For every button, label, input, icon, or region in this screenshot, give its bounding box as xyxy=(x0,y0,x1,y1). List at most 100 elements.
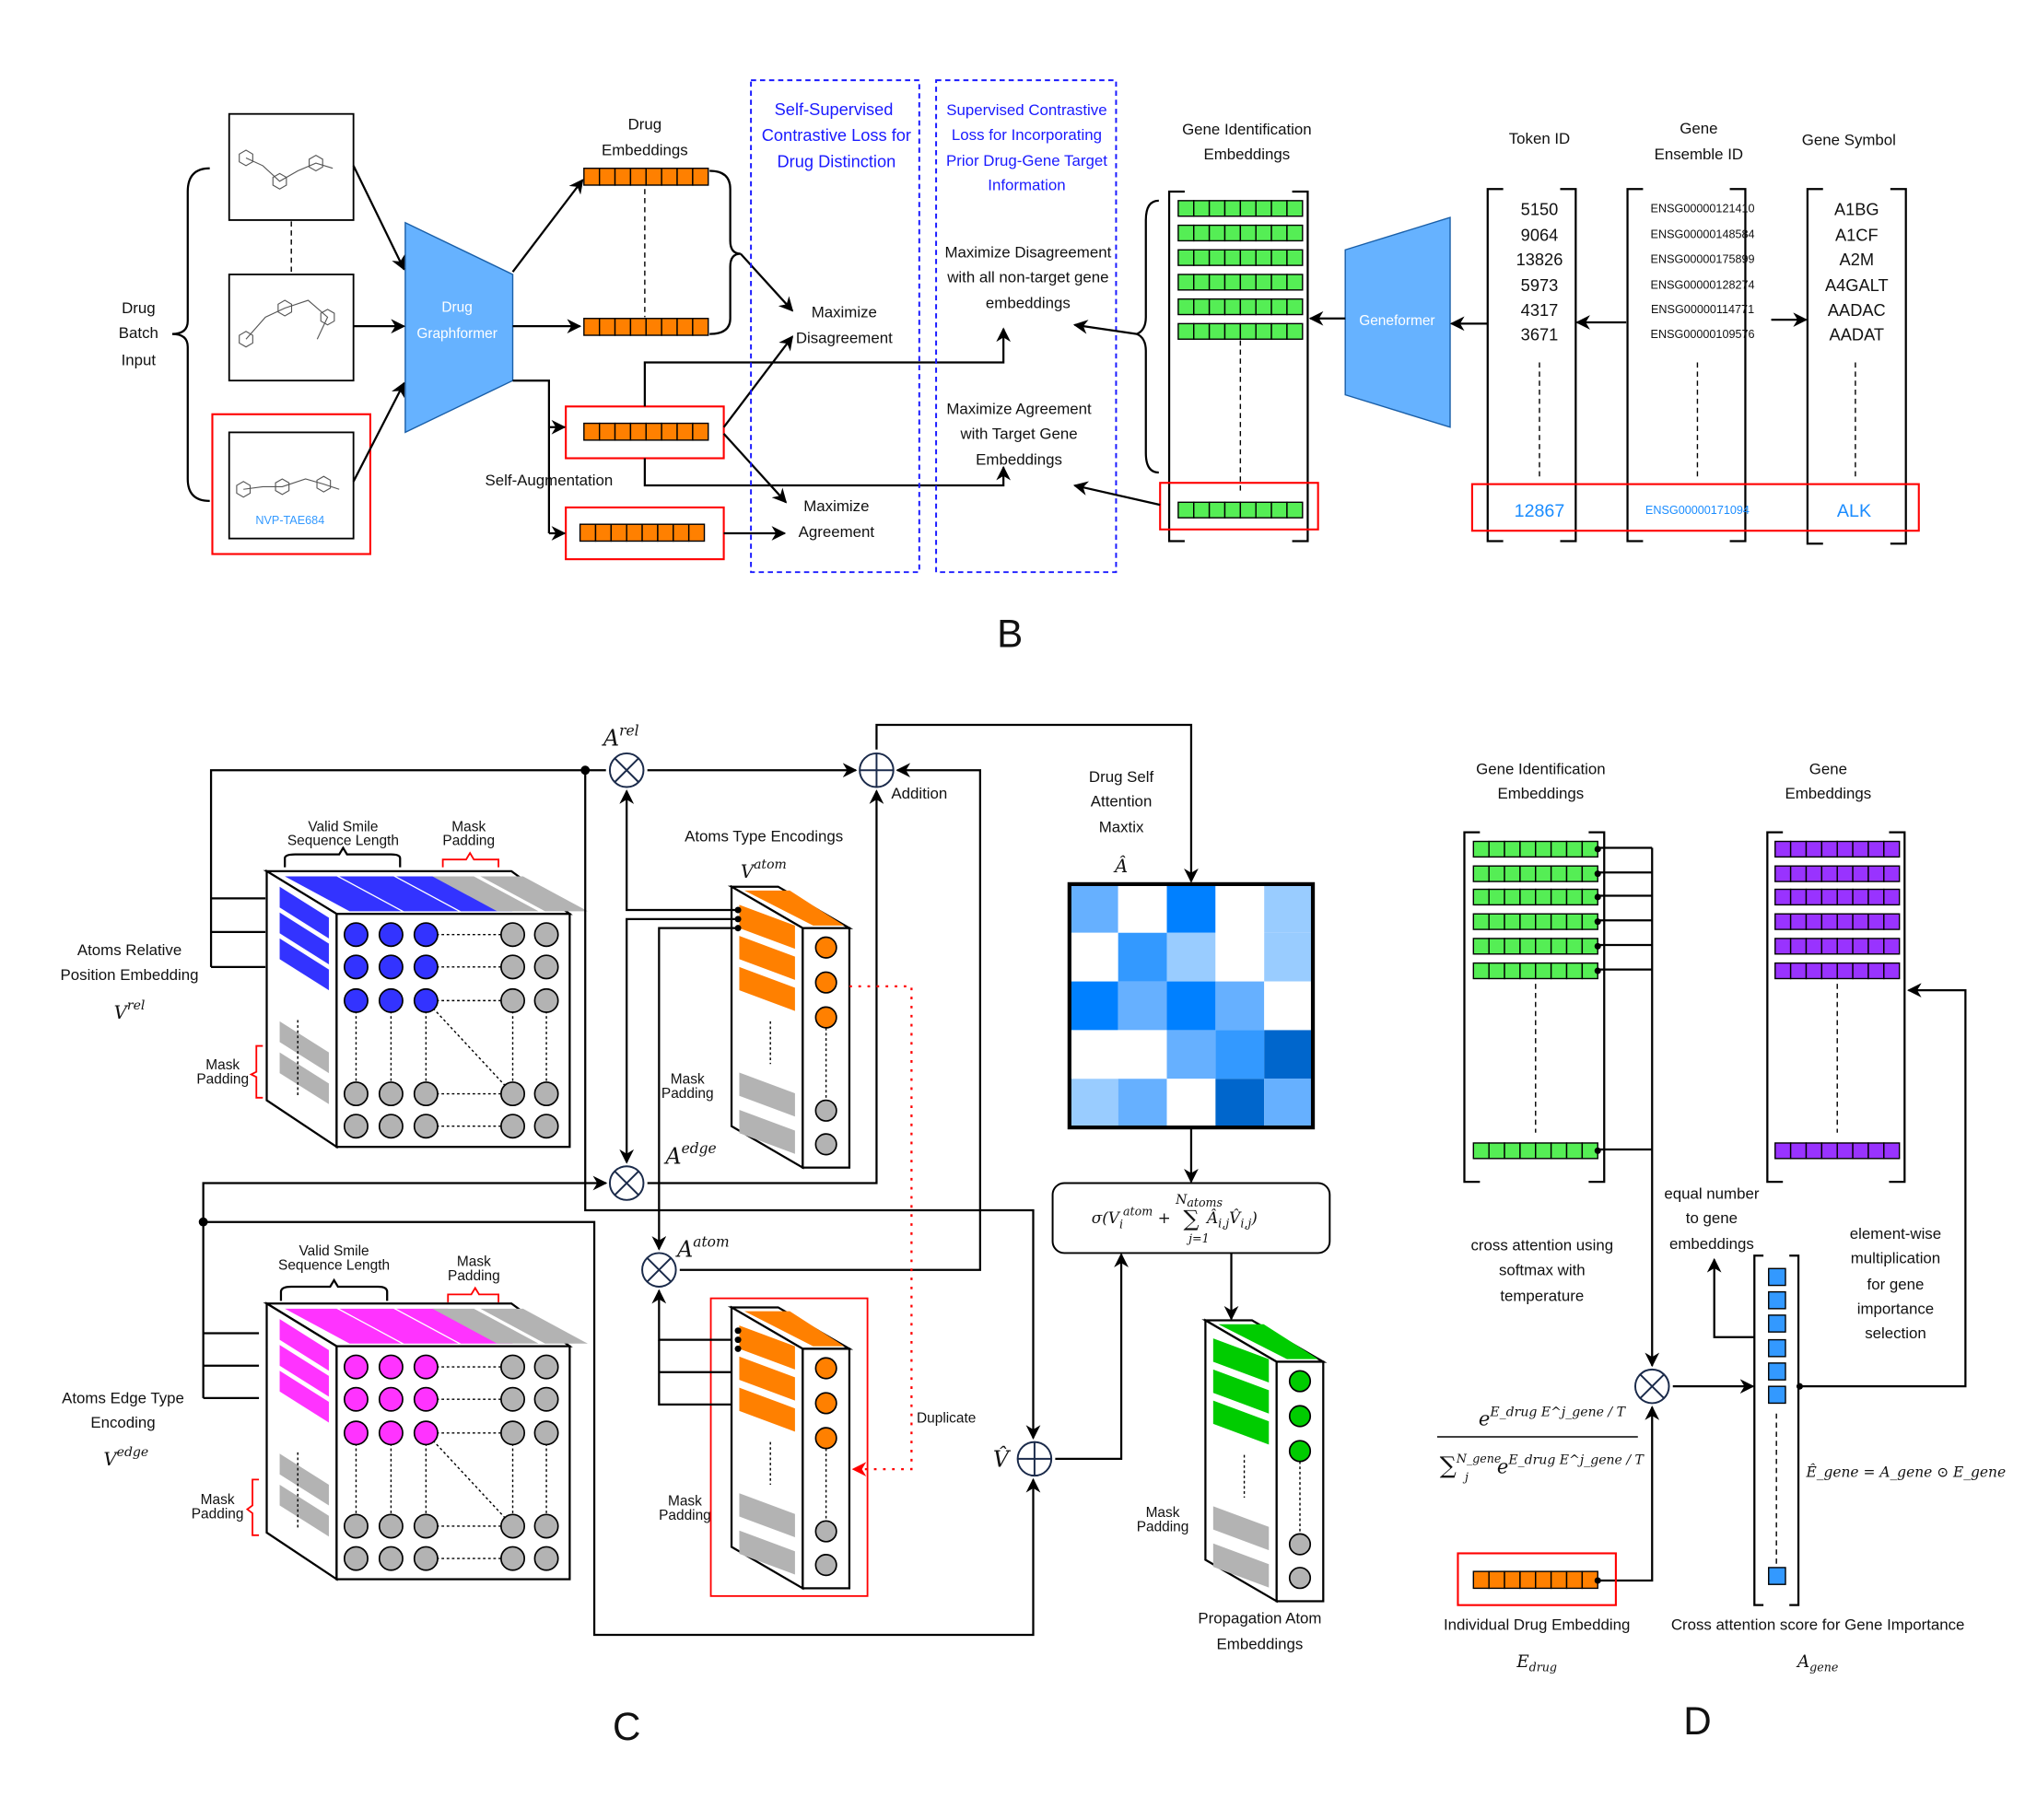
padding-node xyxy=(500,1114,526,1139)
atom-node xyxy=(814,1427,837,1450)
attention-cell xyxy=(1215,1079,1265,1128)
mask-padding-stripe xyxy=(432,876,539,912)
cube-front-face xyxy=(802,1348,851,1590)
drug-embedding-cell xyxy=(598,422,616,441)
gene-embedding-cell xyxy=(1883,1142,1901,1160)
gene-embedding-cell xyxy=(1286,224,1304,242)
junction-dot xyxy=(580,765,591,776)
gene-id-embedding-cell xyxy=(1519,888,1537,906)
equal-number-text: to gene xyxy=(1686,1209,1738,1227)
gene-embedding-cell xyxy=(1270,249,1288,266)
gene-embedding-cell xyxy=(1177,224,1195,242)
drug-embeddings-title: Embeddings xyxy=(602,142,688,159)
padding-node xyxy=(533,1546,559,1571)
drug-embedding-cell xyxy=(692,168,709,186)
attention-cell xyxy=(1215,1030,1265,1079)
mask-padding-stripe xyxy=(480,876,589,912)
arrow xyxy=(651,927,739,1251)
arrow xyxy=(1706,1257,1755,1338)
multiply-glyph xyxy=(614,1171,639,1196)
gene-id-embedding-cell xyxy=(1550,888,1568,906)
gene-disagreement-label: Maximize Disagreement xyxy=(944,244,1111,262)
gene-embedding-cell xyxy=(1270,224,1288,242)
gene-symbol-value: A1BG xyxy=(1834,199,1879,218)
maximize-disagreement-label: Disagreement xyxy=(796,329,893,346)
padding-node xyxy=(533,1354,559,1380)
sum-upper-limit: Natoms xyxy=(1175,1193,1223,1209)
drug-embedding-cell xyxy=(641,523,659,542)
attention-cell xyxy=(1215,932,1265,982)
label-line: Drug xyxy=(122,299,156,317)
padding-node xyxy=(413,1114,439,1139)
gene-embedding-cell xyxy=(1255,322,1272,340)
update-formula: σ(Viatom + ∑Âi,jV̂i,j) xyxy=(1092,1205,1258,1231)
relative-position-cube xyxy=(263,869,589,1149)
drug-embedding-cell xyxy=(614,318,632,336)
token-id-value: 5150 xyxy=(1521,199,1559,218)
mask-padding-label: Padding xyxy=(448,1268,500,1284)
padding-node xyxy=(814,1520,837,1543)
padding-node xyxy=(343,1081,369,1107)
arrow xyxy=(643,327,1012,407)
gene-id-embedding-cell xyxy=(1504,888,1521,906)
padding-node xyxy=(378,1114,404,1139)
attention-cell xyxy=(1069,981,1118,1031)
padding-node xyxy=(533,954,559,980)
gene-embedding-cell xyxy=(1223,200,1242,217)
gene-embedding-cell xyxy=(1789,840,1808,858)
padding-node xyxy=(533,1081,559,1107)
atoms-relative-label: Position Embedding xyxy=(61,966,199,984)
highlight-gene-symbol: ALK xyxy=(1837,501,1871,521)
gene-id-embedding-cell xyxy=(1519,938,1537,955)
atom-node xyxy=(378,922,404,948)
valid-sequence-stripe xyxy=(1212,1338,1270,1382)
propagation-label: Embeddings xyxy=(1217,1635,1304,1652)
ensemble-id-value: ENSG00000109576 xyxy=(1651,328,1755,341)
gene-importance-score-cell xyxy=(1768,1567,1786,1585)
gene-embedding-cell xyxy=(1193,322,1211,340)
token-id-header: Token ID xyxy=(1509,130,1571,147)
panel-d-embedding-bars xyxy=(1472,840,1901,1590)
drug-embedding-cell xyxy=(629,318,647,336)
valid-sequence-stripe xyxy=(279,938,329,991)
token-id-value: 13826 xyxy=(1516,250,1563,269)
ensemble-id-header: Ensemble ID xyxy=(1655,146,1744,163)
a-rel-multiply xyxy=(608,752,645,788)
padding-node xyxy=(413,1081,439,1107)
molecule-ring xyxy=(239,331,253,348)
gene-embedding-cell xyxy=(1270,274,1288,291)
padding-node xyxy=(500,1081,526,1107)
ensemble-id-value: ENSG00000114771 xyxy=(1651,303,1754,316)
mask-padding-label: Mask xyxy=(457,1254,491,1269)
multiply-glyph xyxy=(1639,1373,1665,1399)
padding-node xyxy=(343,1114,369,1139)
valid-smile-label: Sequence Length xyxy=(278,1258,390,1274)
gene-embedding-cell xyxy=(1177,322,1195,340)
atom-node xyxy=(343,1420,369,1446)
attention-cell xyxy=(1166,981,1216,1031)
gene-embedding-cell xyxy=(1867,840,1885,858)
gene-id-embedding-cell xyxy=(1550,865,1568,882)
ensemble-id-value: ENSG00000148584 xyxy=(1651,228,1755,241)
a-edge-symbol: Aedge xyxy=(663,1140,716,1169)
model-label: Graphformer xyxy=(416,326,497,342)
drug-embedding-cell xyxy=(583,318,601,336)
gene-id-embedding-cell xyxy=(1550,840,1568,858)
arrow xyxy=(643,458,1012,487)
target-agreement-label: Maximize Agreement xyxy=(946,401,1092,418)
valid-sequence-stripe xyxy=(279,1345,329,1397)
arrow xyxy=(352,165,405,271)
brace xyxy=(249,1044,263,1099)
attention-matrix xyxy=(1067,881,1316,1130)
mask-padding-label: Mask xyxy=(205,1057,240,1073)
elementwise-text: multiplication xyxy=(1851,1250,1940,1267)
gene-id-embedding-cell xyxy=(1550,962,1568,980)
valid-smile-label: Sequence Length xyxy=(287,834,399,849)
highlight-token-id: 12867 xyxy=(1515,501,1565,521)
gene-id-embedding-cell xyxy=(1488,888,1505,906)
gene-embedding-cell xyxy=(1223,501,1242,519)
padding-node xyxy=(500,1354,526,1380)
atom-node xyxy=(343,1386,369,1412)
cross-attention-score-label: Cross attention score for Gene Importanc… xyxy=(1671,1616,1965,1633)
